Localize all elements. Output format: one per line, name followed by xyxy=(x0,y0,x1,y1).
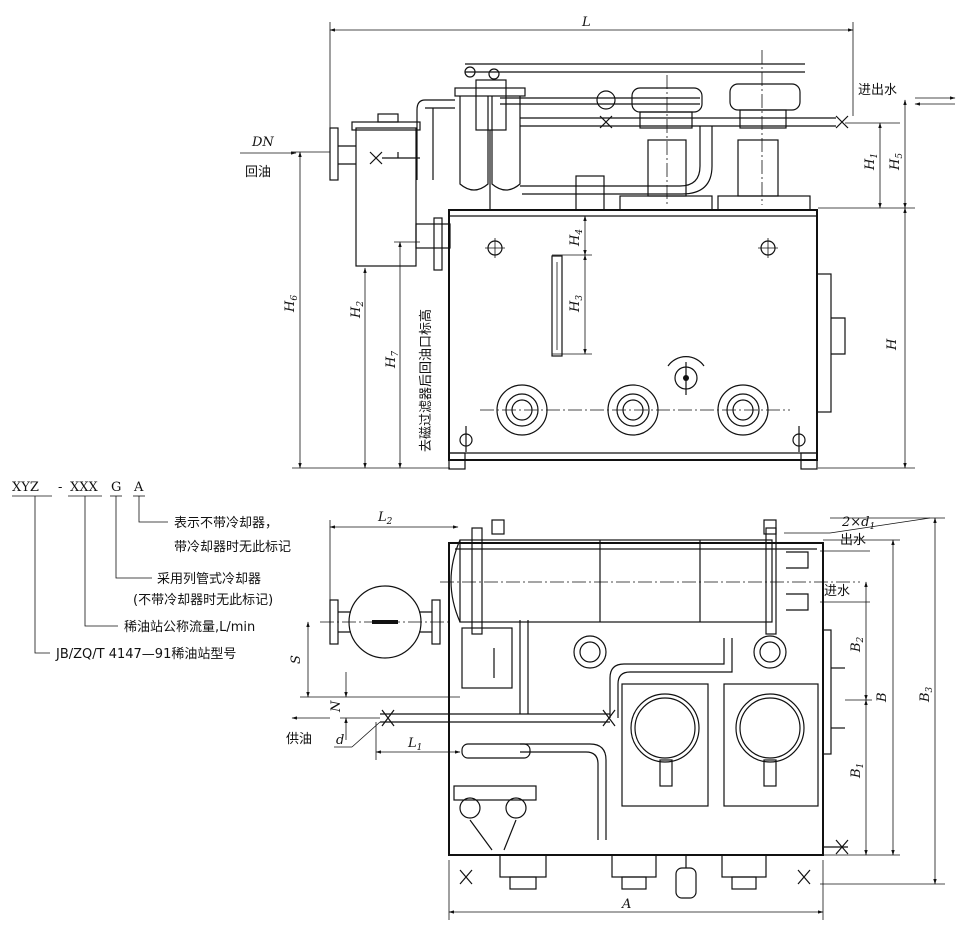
code-dash: - xyxy=(58,480,62,495)
outlet-water-label: 出水 xyxy=(840,533,866,548)
top-view xyxy=(320,519,860,899)
supply-piping xyxy=(380,620,733,840)
return-oil-label: 回油 xyxy=(245,165,271,180)
top-dimensions: L2 A B3 B B2 B1 2×d1 出水 进水 S xyxy=(286,510,945,920)
tube-cooler xyxy=(440,519,860,635)
dim-A: A xyxy=(621,897,631,912)
note-a-line2: 带冷却器时无此标记 xyxy=(174,540,291,555)
code-xxx: XXX xyxy=(70,480,99,495)
front-dimensions: L H H1 H5 H6 H2 H7 去磁过滤器后回油口标高 H4 H3 xyxy=(240,15,956,469)
tank-body-top xyxy=(448,542,824,856)
lug-right xyxy=(792,426,806,452)
dim-L: L xyxy=(581,15,591,30)
tank-body-front xyxy=(448,209,818,461)
twin-filter xyxy=(454,66,526,210)
dim-H1: H1 xyxy=(863,153,880,171)
bottom-components xyxy=(453,785,849,899)
note-xyz: JB/ZQ/T 4147—91稀油站型号 xyxy=(55,647,236,662)
dim-N: N xyxy=(329,700,344,713)
return-filter-housing xyxy=(329,99,455,271)
plug-left xyxy=(485,238,505,258)
front-view xyxy=(329,50,849,470)
code-xyz: XYZ xyxy=(12,480,39,495)
dim-2xd1: 2×d1 xyxy=(841,515,875,532)
side-connectors xyxy=(822,629,845,755)
dim-DN: DN xyxy=(251,135,274,150)
dim-H7: H7 xyxy=(384,351,401,369)
plug-right xyxy=(758,238,778,258)
inlet-water-label: 进水 xyxy=(824,584,850,599)
dim-H4: H4 xyxy=(568,229,585,247)
code-a: A xyxy=(133,480,144,495)
dim-B: B xyxy=(875,692,890,703)
upper-piping xyxy=(465,63,849,195)
dim-H3: H3 xyxy=(568,295,585,313)
motor-pump-right xyxy=(717,50,811,211)
inlet-outlet-water-label: 进出水 xyxy=(858,83,897,98)
dim-B3: B3 xyxy=(918,686,935,703)
dim-H5: H5 xyxy=(888,153,905,171)
note-g-line1: 采用列管式冷却器 xyxy=(157,572,261,587)
model-code-legend: XYZ - XXX G A 表示不带冷却器， 带冷却器时无此标记 采用列管式冷却… xyxy=(12,480,291,662)
note-g-line2: (不带冷却器时无此标记) xyxy=(133,593,273,608)
dim-H: H xyxy=(885,338,900,351)
dim-L2: L2 xyxy=(377,510,393,527)
return-port-elevation-label: 去磁过滤器后回油口标高 xyxy=(418,309,434,452)
sight-glass xyxy=(551,255,563,357)
note-xxx: 稀油站公称流量,L/min xyxy=(124,620,255,635)
dim-H2: H2 xyxy=(349,301,366,319)
dim-d: d xyxy=(336,733,344,748)
pump-plates xyxy=(573,635,819,807)
thermometer-gauge xyxy=(667,356,705,395)
dim-B1: B1 xyxy=(849,763,866,779)
motor-pump-left xyxy=(619,75,713,211)
code-g: G xyxy=(111,480,121,495)
return-filter-top xyxy=(320,585,450,659)
note-a-line1: 表示不带冷却器， xyxy=(174,516,278,531)
supply-oil-label: 供油 xyxy=(286,732,312,747)
dim-B2: B2 xyxy=(849,636,866,653)
dim-L1: L1 xyxy=(407,736,422,753)
dim-S: S xyxy=(289,655,304,664)
dim-H6: H6 xyxy=(283,295,300,313)
lug-left xyxy=(459,426,473,452)
